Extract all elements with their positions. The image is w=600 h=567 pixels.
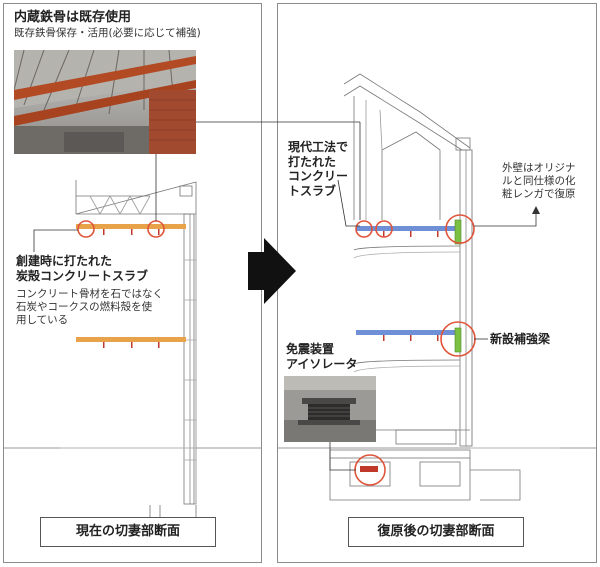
left-caption: 現在の切妻部断面 bbox=[40, 517, 216, 547]
right-section-drawing bbox=[329, 73, 560, 501]
green-beam-upper bbox=[454, 219, 462, 245]
left-original-slab-lower bbox=[76, 337, 186, 342]
green-beam-lower bbox=[454, 327, 462, 353]
leader-modern-slab bbox=[337, 179, 360, 227]
slab-note: コンクリート骨材を石ではなく 石炭やコークスの燃料殻を使 用している bbox=[16, 288, 163, 326]
isolator-label: 免震装置 アイソレータ bbox=[286, 342, 358, 371]
left-original-slab-upper bbox=[76, 224, 186, 229]
slab-title: 創建時に打たれた 炭殻コンクリートスラブ bbox=[16, 254, 149, 283]
leader-isolator bbox=[329, 442, 356, 471]
new-beam-label: 新設補強梁 bbox=[490, 332, 551, 346]
right-modern-slab-lower bbox=[356, 330, 460, 335]
leader-slab-note bbox=[33, 229, 78, 252]
direction-arrow-icon bbox=[248, 238, 296, 304]
isolator-photo bbox=[284, 376, 376, 442]
highlight-circle-right-3 bbox=[445, 214, 475, 244]
highlight-circle-right-1 bbox=[355, 220, 373, 238]
leader-exterior-wall bbox=[474, 212, 537, 227]
isolator-mark bbox=[360, 466, 378, 472]
exterior-arrowhead-icon bbox=[532, 206, 540, 214]
left-heading: 内蔵鉄骨は既存使用 bbox=[14, 10, 132, 25]
left-subheading: 既存鉄骨保存・活用(必要に応じて補強) bbox=[14, 27, 201, 39]
highlight-circle-right-2 bbox=[375, 220, 393, 238]
right-caption: 復原後の切妻部断面 bbox=[348, 517, 524, 547]
right-modern-slab-upper bbox=[356, 226, 460, 231]
modern-slab-label: 現代工法で 打たれた コンクリー トスラブ bbox=[288, 140, 349, 198]
steel-frame-photo bbox=[14, 50, 196, 154]
highlight-circle-left-1 bbox=[77, 220, 95, 238]
exterior-wall-label: 外壁はオリジナ ルと同仕様の化 粧レンガで復原 bbox=[502, 162, 576, 200]
